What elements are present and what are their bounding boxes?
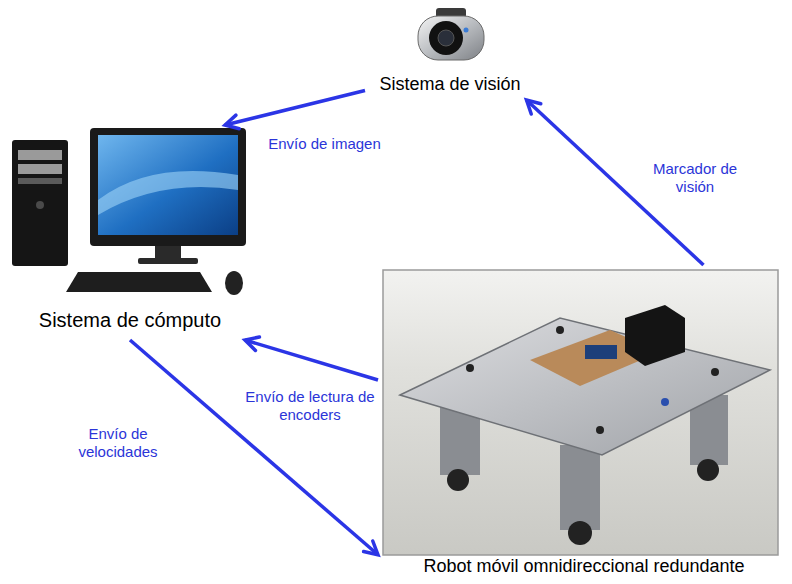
encoder [556, 326, 564, 334]
power-button [36, 201, 44, 209]
node-label: Sistema de visión [379, 74, 520, 96]
drive-bay [18, 178, 62, 184]
edge-label: Envío de velocidades [68, 425, 168, 461]
node-label: Robot móvil omnidireccional redundante [423, 556, 744, 578]
vision-marker [661, 398, 669, 406]
drive-bay [18, 150, 62, 160]
computer-system: Sistema de cómputo [5, 125, 255, 340]
webcam-icon [418, 8, 484, 60]
edge-label-holder: Marcador de visión [645, 160, 745, 196]
edge-label: Envío de imagen [262, 135, 387, 153]
encoder [596, 426, 604, 434]
encoder [711, 368, 719, 376]
arrow-connector [130, 340, 378, 555]
edge-label-holder: Envío de imagen [262, 135, 387, 153]
wheel-module [560, 445, 600, 530]
webcam-front [429, 21, 463, 55]
drive-bay [18, 164, 62, 174]
node-label: Sistema de cómputo [39, 308, 221, 332]
robot-system: Robot móvil omnidireccional redundante [378, 265, 790, 580]
wheel [697, 459, 719, 481]
edge-label-holder: Envío de velocidades [68, 425, 168, 461]
robot-photo [383, 270, 778, 555]
monitor-bezel [90, 128, 246, 246]
keyboard [66, 272, 212, 292]
arrow-connector [225, 91, 365, 126]
monitor-stand [155, 246, 181, 260]
monitor-foot [138, 258, 198, 264]
photo-frame [383, 270, 778, 555]
mouse [225, 271, 243, 295]
monitor-screen [98, 135, 238, 235]
webcam-led [464, 28, 469, 33]
edge-label: Envío de lectura de encoders [245, 388, 375, 424]
battery-box [625, 305, 685, 366]
encoder [466, 364, 474, 372]
wheel [568, 521, 592, 545]
screen-swoosh [98, 171, 238, 215]
webcam-lens [438, 30, 454, 46]
wheel [447, 469, 469, 491]
vision-system: Sistema de visión [365, 5, 535, 100]
computer-icon [12, 128, 246, 295]
webcam-body [418, 16, 484, 60]
top-plate [400, 318, 770, 455]
microcontroller [585, 345, 617, 359]
edge-label: Marcador de visión [645, 160, 745, 196]
tower [12, 140, 68, 266]
arrow-connector [245, 340, 378, 380]
edge-label-holder: Envío de lectura de encoders [245, 388, 375, 424]
